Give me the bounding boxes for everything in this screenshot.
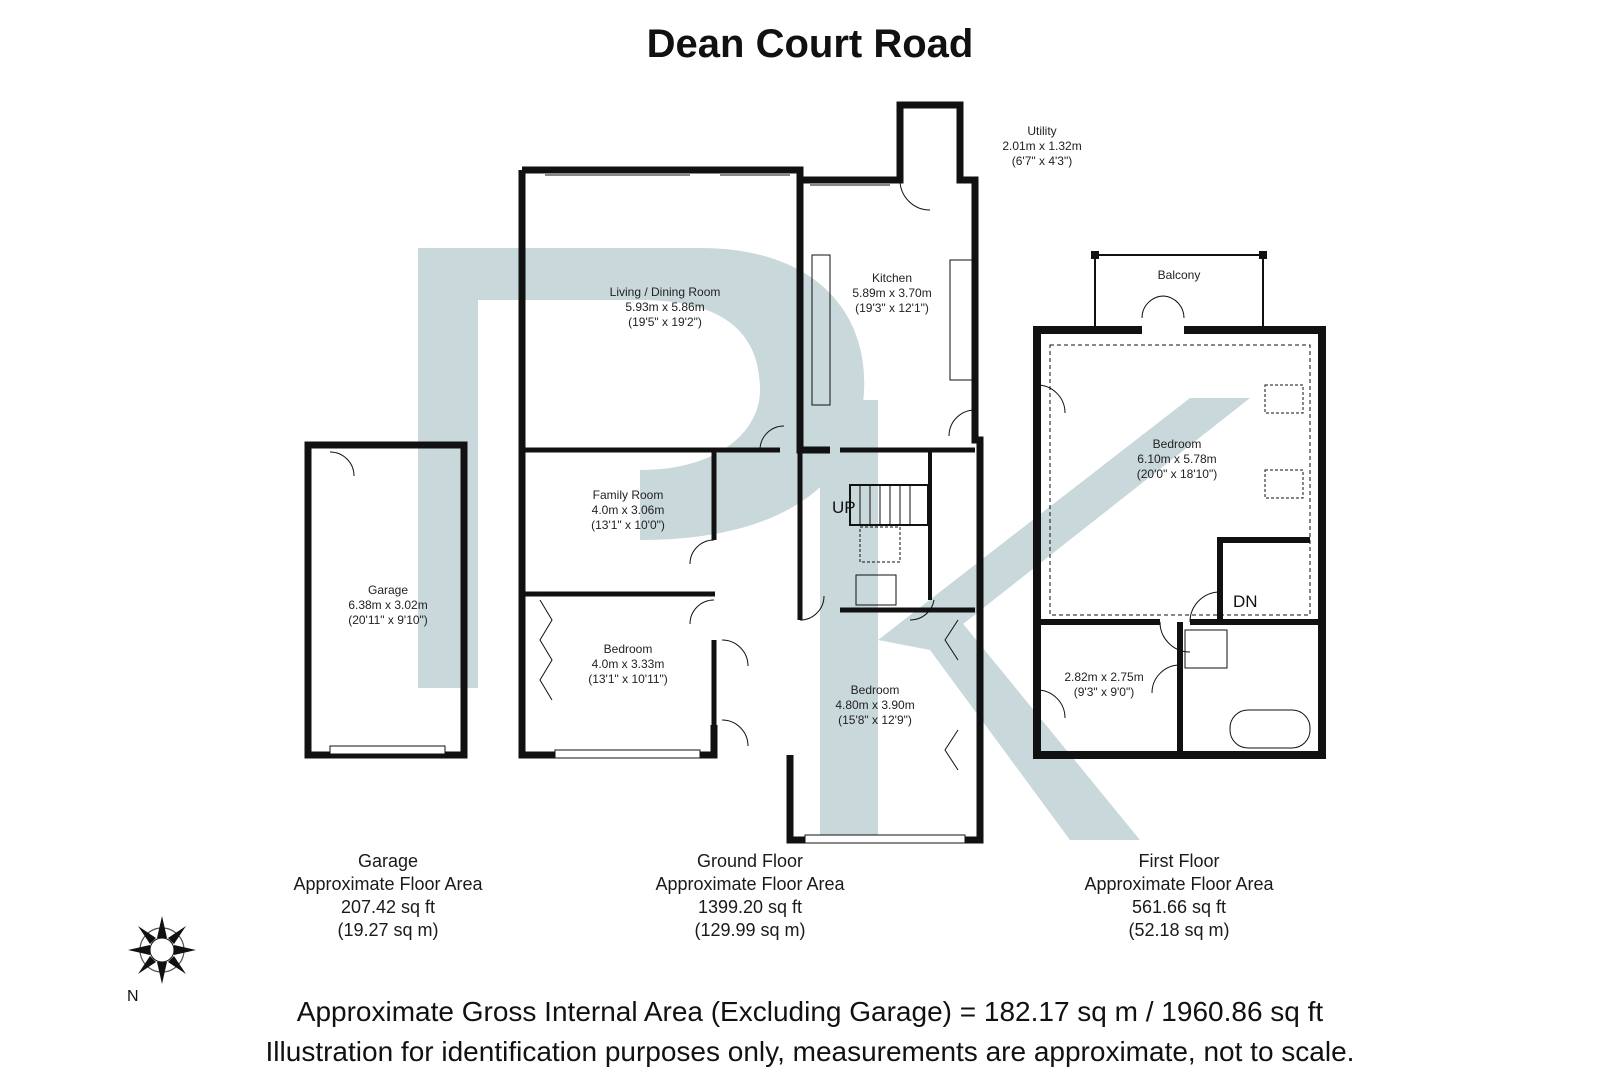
stairs-down-label: DN [1233,592,1258,611]
stairs-up-label: UP [832,498,856,517]
room-label-balcony: Balcony [1157,268,1201,282]
room-label-bedroom-ff2: 2.82m x 2.75m (9'3" x 9'0") [1064,670,1144,699]
room-label-utility: Utility 2.01m x 1.32m (6'7" x 4'3") [1002,124,1082,168]
room-label-bedroom-gf1: Bedroom 4.0m x 3.33m (13'1" x 10'11") [588,642,668,686]
compass-icon [128,916,196,984]
floor-area-first: First Floor Approximate Floor Area 561.6… [1084,851,1274,940]
disclaimer: Illustration for identification purposes… [265,1036,1355,1067]
floor-area-garage: Garage Approximate Floor Area 207.42 sq … [293,851,483,940]
room-label-bedroom-ff1: Bedroom 6.10m x 5.78m (20'0" x 18'10") [1136,437,1218,481]
floor-area-ground: Ground Floor Approximate Floor Area 1399… [655,851,845,940]
plan-title: Dean Court Road [646,22,974,66]
room-label-garage: Garage 6.38m x 3.02m (20'11" x 9'10") [348,583,428,627]
compass-north-label: N [127,988,139,1005]
room-label-family: Family Room 4.0m x 3.06m (13'1" x 10'0") [591,488,665,532]
room-label-living: Living / Dining Room 5.93m x 5.86m (19'5… [609,285,721,329]
room-label-bedroom-gf2: Bedroom 4.80m x 3.90m (15'8" x 12'9") [835,683,915,727]
room-label-kitchen: Kitchen 5.89m x 3.70m (19'3" x 12'1") [852,271,932,315]
gross-internal-area: Approximate Gross Internal Area (Excludi… [296,996,1324,1027]
